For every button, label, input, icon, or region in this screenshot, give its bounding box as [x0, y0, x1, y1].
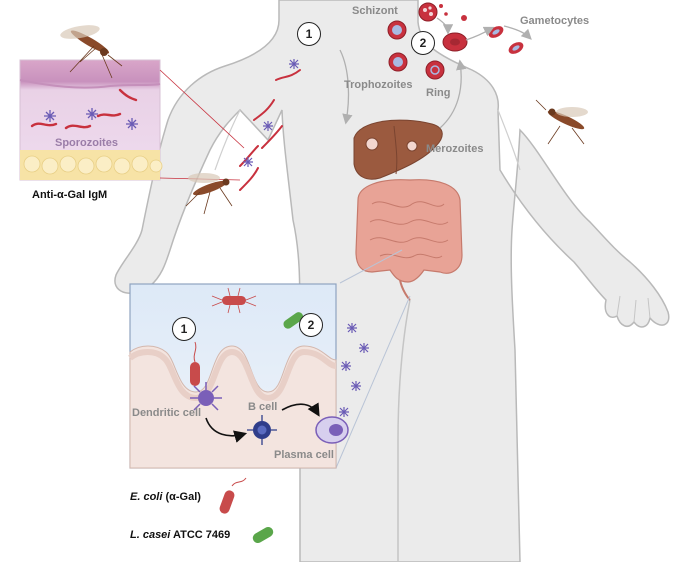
liver [353, 119, 443, 180]
mosquito-icon-right-arm [535, 99, 588, 145]
lcasei-inset-icon [283, 312, 304, 329]
mosquito-icon-left-arm [185, 173, 233, 215]
label-ring: Ring [426, 87, 451, 99]
legend-ecoli-name: E. coli [130, 491, 163, 503]
sporozoite-icons [243, 59, 369, 417]
gut-inset [128, 283, 349, 469]
schizont-icon [418, 2, 438, 22]
legend-lcasei-suffix: ATCC 7469 [170, 529, 231, 541]
step-2-gut: 2 [299, 313, 323, 337]
label-plasma-cell: Plasma cell [274, 449, 334, 461]
label-trophozoites: Trophozoites [344, 79, 413, 91]
b-cell-icon [247, 415, 277, 445]
step-2-top: 2 [411, 31, 435, 55]
label-anti-gal-igm: Anti-α-Gal IgM [32, 189, 108, 201]
label-schizont: Schizont [352, 5, 398, 17]
merozoite-in-liver-icon [365, 137, 379, 151]
free-ecoli-icon [211, 287, 257, 314]
lcasei-legend-icon [252, 527, 274, 543]
step-1-gut: 1 [172, 317, 196, 341]
dendritic-cell-icon [190, 382, 222, 411]
skin-inset [19, 59, 245, 181]
legend-ecoli-suffix: (α-Gal) [162, 491, 201, 503]
label-sporozoites: Sporozoites [55, 137, 118, 149]
ring-cell [425, 60, 445, 80]
intestine [355, 179, 463, 301]
gut-zoom-lines [335, 249, 411, 469]
ecoli-attached-icon [190, 341, 200, 386]
label-dendritic-cell: Dendritic cell [132, 407, 202, 419]
mosquito-icon-top-left [60, 25, 123, 79]
legend-ecoli: E. coli (α-Gal) [130, 492, 201, 503]
ecoli-legend-icon [219, 477, 247, 514]
label-gametocytes: Gametocytes [520, 15, 590, 27]
legend-lcasei-name: L. casei [130, 529, 171, 541]
legend-lcasei: L. casei ATCC 7469 [130, 530, 230, 541]
plasma-cell-icon [315, 416, 349, 444]
blood-stage-cycle [339, 2, 532, 129]
label-merozoites: Merozoites [426, 143, 484, 155]
step-1-top: 1 [297, 22, 321, 46]
arm-sporozoites [239, 69, 301, 191]
label-b-cell: B cell [248, 401, 278, 413]
human-body [114, 0, 670, 562]
